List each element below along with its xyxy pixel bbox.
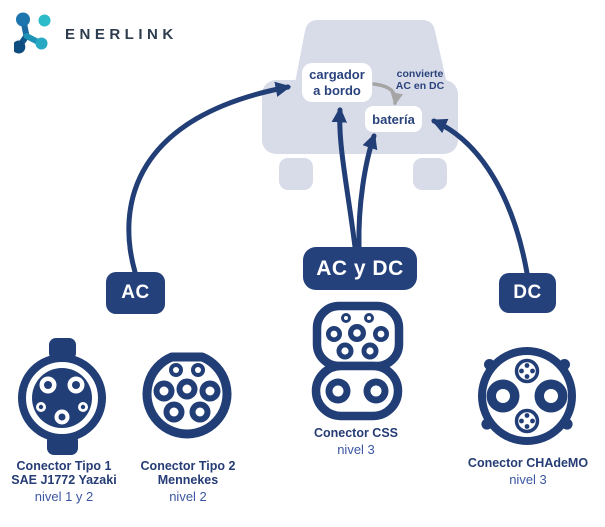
onboard-charger-box: cargador a bordo (302, 63, 372, 102)
connector-type2-name-line2: Mennekes (157, 473, 219, 487)
ac-dc-badge: AC y DC (303, 247, 417, 290)
car-illustration (262, 20, 458, 190)
connector-type1-label: Conector Tipo 1 SAE J1772 Yazaki nivel 1… (2, 459, 126, 504)
connector-type1-name-line2: SAE J1772 Yazaki (11, 473, 117, 487)
converter-note: convierte AC en DC (390, 68, 450, 92)
battery-box: batería (365, 106, 422, 132)
dc-flow-arrow (431, 118, 530, 276)
connector-type2-icon (142, 352, 232, 439)
ac-badge: AC (106, 272, 165, 314)
connector-css-icon (311, 301, 404, 421)
connector-css-level: nivel 3 (337, 442, 375, 457)
onboard-charger-label-line2: a bordo (313, 82, 361, 98)
car-wheel-right (413, 158, 447, 190)
connector-chademo-name-line1: Conector CHAdeMO (467, 456, 589, 470)
connector-type2-label: Conector Tipo 2 Mennekes nivel 2 (127, 459, 249, 504)
converter-note-line1: convierte (396, 68, 444, 80)
connector-type1-level: nivel 1 y 2 (34, 489, 94, 504)
connector-type2-level: nivel 2 (169, 489, 207, 504)
onboard-charger-label-line1: cargador (309, 66, 365, 82)
enerlink-logo-icon (14, 12, 51, 54)
connector-type2-name-line1: Conector Tipo 2 (140, 459, 236, 473)
connector-type1-name-line1: Conector Tipo 1 (16, 459, 112, 473)
acdc-flow-arrow-to-battery (356, 133, 378, 250)
connector-chademo-level: nivel 3 (509, 472, 547, 487)
battery-label: batería (372, 111, 415, 127)
connector-css-name-line1: Conector CSS (313, 426, 399, 440)
enerlink-logo: ENERLINK (14, 12, 178, 57)
connector-chademo-icon (478, 347, 576, 445)
acdc-flow-arrow-to-charger (331, 106, 358, 250)
connector-css-label: Conector CSS nivel 3 (293, 426, 419, 457)
converter-note-line2: AC en DC (395, 80, 445, 92)
dc-badge: DC (499, 273, 556, 313)
connector-chademo-label: Conector CHAdeMO nivel 3 (463, 456, 593, 487)
converter-arrow (372, 82, 403, 106)
connector-type1-icon (18, 338, 106, 455)
ac-flow-arrow (126, 81, 292, 275)
car-wheel-left (279, 158, 313, 190)
enerlink-brand-text: ENERLINK (65, 26, 178, 43)
